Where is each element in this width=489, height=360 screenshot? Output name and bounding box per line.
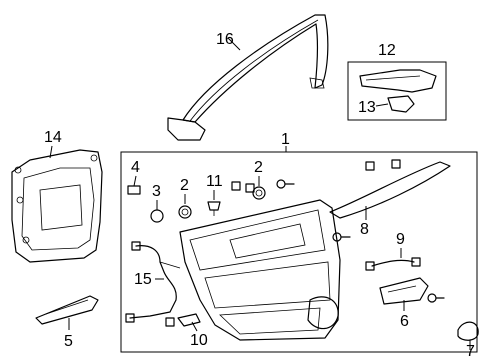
callout-9: 9	[396, 231, 405, 248]
part-10-clip	[165, 313, 201, 327]
callout-5: 5	[64, 333, 73, 350]
callout-11: 11	[206, 173, 223, 190]
part-11-clip	[207, 201, 221, 216]
callout-15: 15	[134, 271, 152, 288]
callout-8: 8	[360, 221, 369, 238]
callout-2a: 2	[180, 177, 189, 194]
part-13-clip	[387, 95, 415, 113]
callout-4: 4	[131, 159, 140, 176]
detail-box-1	[120, 151, 478, 353]
screw-side	[332, 232, 351, 242]
part-1-door-trim-panel	[179, 199, 341, 341]
part-4-retainer	[127, 185, 141, 195]
clip-small-a	[231, 181, 241, 191]
callout-10: 10	[190, 332, 208, 349]
callout-3: 3	[152, 183, 161, 200]
part-2-fastener-left	[178, 205, 192, 219]
part-8-upper-trim	[329, 159, 451, 219]
part-7-cap	[457, 321, 479, 341]
part-3-clip	[150, 209, 164, 223]
detail-box-12-13	[347, 61, 447, 121]
part-16-window-molding	[167, 14, 329, 141]
clip-small-b	[245, 183, 255, 193]
part-5-bracket	[35, 295, 99, 325]
callout-14: 14	[44, 129, 62, 146]
part-6-handle	[379, 277, 445, 305]
callout-6: 6	[400, 313, 409, 330]
callout-7: 7	[466, 343, 475, 360]
part-15-wire-harness	[125, 241, 181, 323]
screw-top	[276, 179, 295, 189]
part-12-garnish	[359, 69, 437, 93]
part-14-door-panel	[11, 149, 103, 263]
callout-12: 12	[378, 42, 396, 59]
callout-1: 1	[281, 131, 290, 148]
part-2-fastener-right	[252, 186, 266, 200]
part-9-wire	[365, 257, 421, 271]
callout-2b: 2	[254, 159, 263, 176]
callout-16: 16	[216, 31, 234, 48]
callout-13: 13	[358, 99, 376, 116]
